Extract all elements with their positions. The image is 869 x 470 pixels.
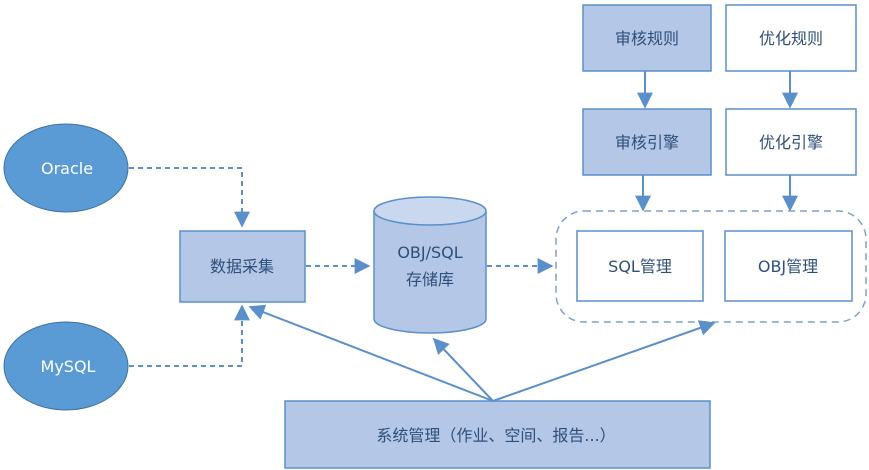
system-to-storage-arrow (432, 337, 494, 402)
system-management-box: 系统管理（作业、空间、报告...） (284, 400, 711, 469)
oracle-source: Oracle (3, 123, 129, 213)
optimize-rules-label: 优化规则 (759, 29, 823, 48)
sql-management-box: SQL管理 (576, 230, 704, 302)
audit-rules-box: 审核规则 (582, 4, 712, 72)
system-to-collect-arrow (248, 304, 494, 402)
obj-management-label: OBJ管理 (758, 257, 818, 276)
optimize-rules-box: 优化规则 (725, 4, 857, 72)
optimize-engine-label: 优化引擎 (759, 133, 823, 152)
system-management-label: 系统管理（作业、空间、报告...） (376, 426, 615, 445)
data-collect-box: 数据采集 (179, 230, 306, 303)
management-group (555, 210, 867, 323)
system-to-management-arrow (492, 320, 716, 402)
audit-engine-box: 审核引擎 (582, 108, 712, 176)
mysql-label: MySQL (41, 357, 96, 376)
mysql-source: MySQL (3, 321, 129, 411)
oracle-to-collect-arrow (129, 167, 250, 228)
storage-label-line2: 存储库 (406, 270, 454, 289)
storage-cylinder: OBJ/SQL 存储库 (373, 196, 487, 334)
oracle-label: Oracle (41, 159, 93, 178)
obj-management-box: OBJ管理 (724, 230, 853, 302)
data-collect-label: 数据采集 (210, 257, 274, 276)
storage-label-line1: OBJ/SQL (397, 243, 462, 262)
audit-rules-label: 审核规则 (615, 29, 679, 48)
sql-management-label: SQL管理 (608, 257, 672, 276)
optimize-engine-box: 优化引擎 (725, 108, 857, 176)
mysql-to-collect-arrow (129, 304, 250, 367)
audit-engine-label: 审核引擎 (615, 133, 679, 152)
